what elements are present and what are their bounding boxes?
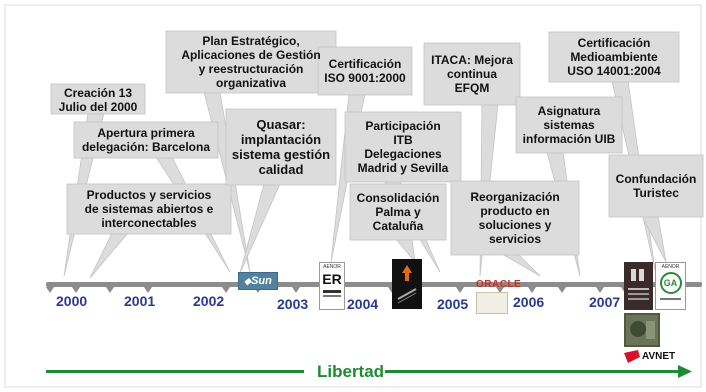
timeline-tick (106, 287, 114, 293)
callout-pointer (641, 215, 667, 263)
arrow-head (678, 365, 692, 378)
callout-box (548, 31, 680, 83)
arrow-line-left (46, 370, 304, 373)
photo-graphic (626, 315, 658, 345)
timeline-tick (222, 287, 230, 293)
timeline-tick (72, 287, 80, 293)
callout-box (450, 180, 580, 256)
callout-box (608, 154, 704, 218)
oracle-logo: ORACLE (476, 279, 522, 290)
timeline-tick (456, 287, 464, 293)
year-label: 2006 (513, 294, 545, 310)
callout-box (66, 183, 232, 235)
year-label: 2004 (347, 296, 379, 312)
libertad-label: Libertad (317, 362, 385, 381)
timeline-tick (596, 287, 604, 293)
timeline-tick (558, 287, 566, 293)
timeline-tick (496, 287, 504, 293)
avnet-logo: AVNET (624, 350, 684, 364)
callout-plan-estrategico: Plan Estratégico,Aplicaciones de Gestión… (181, 34, 321, 90)
timeline-tick (144, 287, 152, 293)
certificate-logo (476, 292, 508, 314)
arrow-line-right (385, 370, 679, 373)
year-label: 2007 (589, 294, 621, 310)
photo-image (624, 313, 660, 347)
avnet-swoosh (624, 350, 640, 363)
callout-box (515, 96, 623, 154)
year-label: 2001 (124, 293, 156, 309)
award-graphic (628, 269, 649, 300)
callout-box (344, 111, 462, 183)
timeline-tick (46, 287, 54, 293)
year-label: 2005 (437, 296, 469, 312)
badge-graphic (397, 265, 417, 304)
year-label: 2000 (56, 293, 88, 309)
year-label: 2003 (277, 296, 309, 312)
timeline-tick (528, 287, 536, 293)
callout-box (73, 121, 219, 159)
award-logo (624, 262, 653, 310)
aenor-ga-logo: AENOR GA (655, 262, 686, 310)
callout-box (349, 183, 447, 241)
timeline-axis (46, 282, 702, 287)
callout-box (225, 108, 337, 186)
callout-pointer (500, 253, 541, 277)
callout-pointer (89, 232, 129, 279)
year-label: 2002 (193, 293, 225, 309)
certificate-badge-logo (392, 259, 422, 309)
callout-box (50, 83, 146, 115)
callout-pointer (239, 183, 281, 274)
callout-box (423, 42, 521, 106)
callout-box (317, 46, 413, 96)
sun-logo: ◆Sun (238, 272, 278, 290)
aenor-er-logo: AENOR ER (319, 262, 345, 310)
timeline-tick (292, 287, 300, 293)
